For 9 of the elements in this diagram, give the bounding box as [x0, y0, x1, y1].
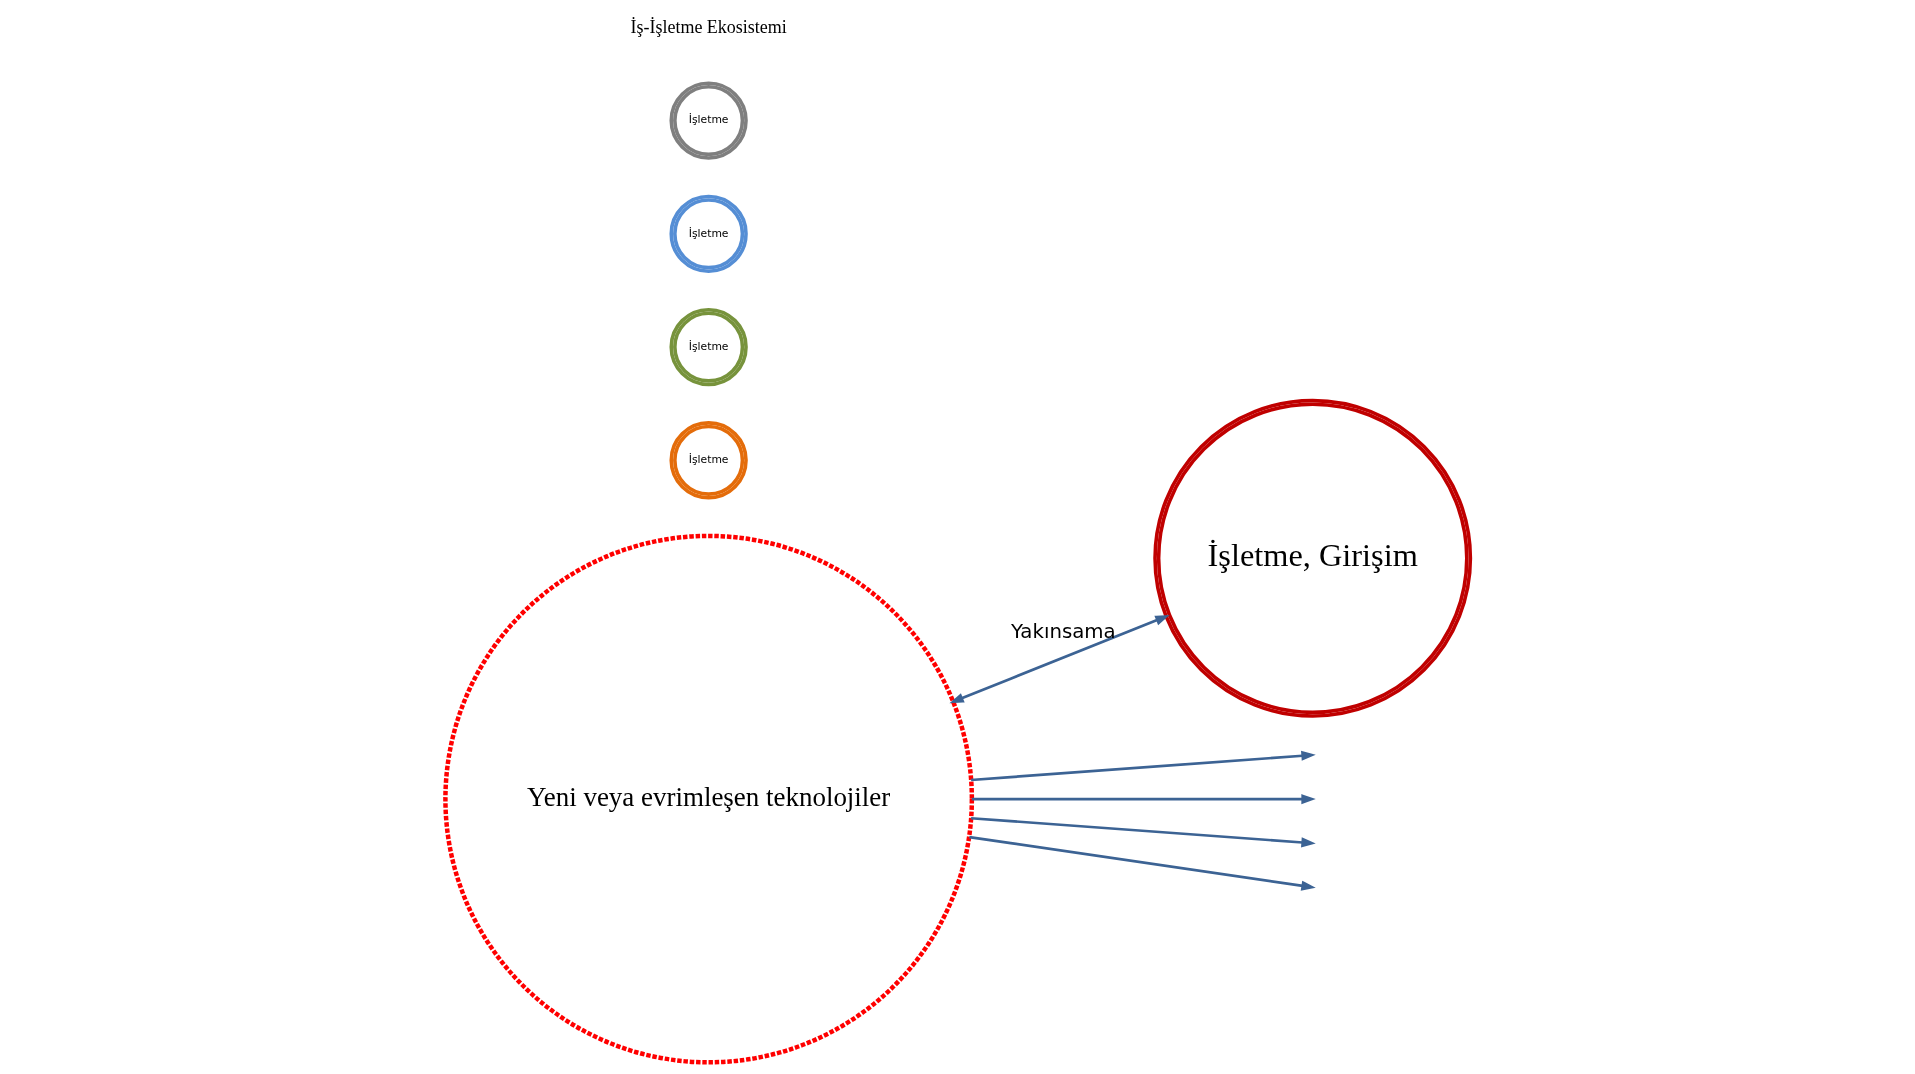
arrow — [968, 835, 1316, 891]
edge-label: Yakınsama — [1010, 619, 1116, 643]
label: İş-İşletme Ekosistemi — [630, 16, 787, 37]
arrow — [970, 750, 1316, 782]
arrow — [948, 615, 1170, 704]
node-circle: İşletme — [668, 307, 748, 387]
node-circle: Yeni veya evrimleşen teknolojiler — [442, 533, 974, 1065]
arrow — [971, 794, 1316, 805]
arrow — [970, 816, 1316, 848]
